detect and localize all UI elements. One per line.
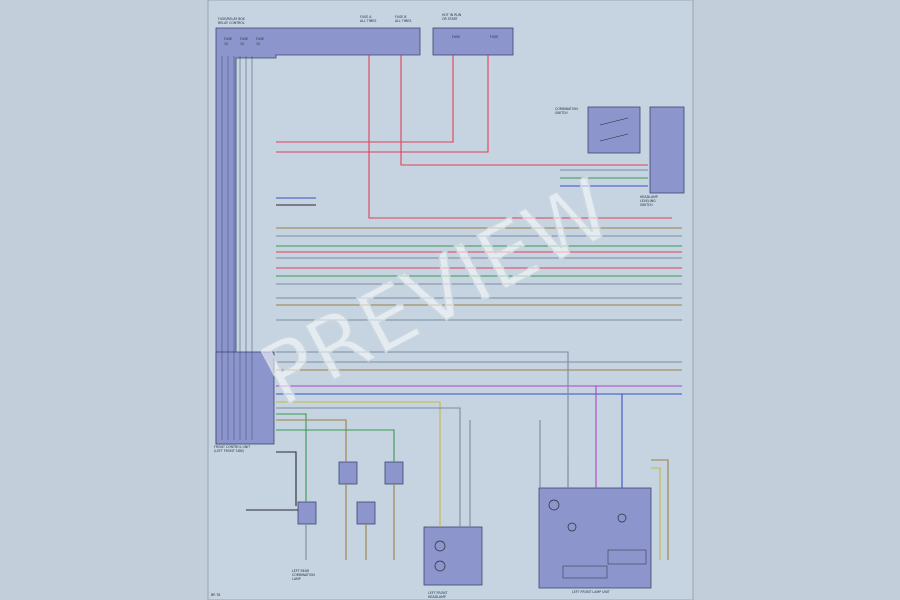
- wire: [276, 401, 441, 527]
- svg-text:10: 10: [240, 42, 244, 46]
- svg-text:OR START: OR START: [442, 17, 458, 21]
- fuse-label-a: FUSE A ALL TIMES: [360, 15, 376, 23]
- wire: [276, 55, 454, 143]
- wire: [276, 351, 569, 488]
- fuse-label-b: FUSE B ALL TIMES: [395, 15, 411, 23]
- svg-text:FRONT CONTROL UNIT: FRONT CONTROL UNIT: [214, 445, 250, 449]
- svg-text:FUSE: FUSE: [224, 37, 232, 41]
- wire: [400, 55, 648, 166]
- wire: [276, 429, 395, 462]
- svg-text:LEFT REAR: LEFT REAR: [292, 569, 310, 573]
- svg-text:COMBINATION: COMBINATION: [292, 573, 315, 577]
- svg-text:ALL TIMES: ALL TIMES: [360, 19, 376, 23]
- svg-text:HEADLAMP: HEADLAMP: [428, 595, 446, 599]
- svg-text:LAMP: LAMP: [292, 577, 301, 581]
- wire: [276, 451, 297, 506]
- wire: [368, 55, 672, 219]
- svg-text:COMBINATION: COMBINATION: [555, 107, 578, 111]
- svg-text:15: 15: [224, 42, 228, 46]
- svg-text:ALL TIMES: ALL TIMES: [395, 19, 411, 23]
- svg-text:LEVELING: LEVELING: [640, 199, 656, 203]
- svg-text:FUSE: FUSE: [240, 37, 248, 41]
- wire: [276, 413, 307, 502]
- svg-text:SWITCH: SWITCH: [640, 203, 653, 207]
- svg-text:FUSE: FUSE: [256, 37, 264, 41]
- svg-text:LEFT FRONT: LEFT FRONT: [428, 591, 447, 595]
- wire: [276, 407, 461, 527]
- wire: [651, 467, 661, 560]
- left-rear-combination-lamp: LEFT REAR COMBINATION LAMP: [292, 461, 404, 581]
- svg-text:HOT IN RUN: HOT IN RUN: [442, 13, 462, 17]
- combination-switch: COMBINATION SWITCH: [555, 106, 641, 154]
- top-left-module: FUSE/RELAY BOX RELAY CONTROL FUSE FUSE F…: [214, 17, 421, 453]
- footer-code: BP-78: [211, 593, 220, 597]
- svg-text:FUSE: FUSE: [452, 35, 460, 39]
- svg-text:LEFT FRONT LAMP UNIT: LEFT FRONT LAMP UNIT: [572, 590, 610, 594]
- svg-text:SWITCH: SWITCH: [555, 111, 568, 115]
- svg-text:(LEFT FRONT SIDE): (LEFT FRONT SIDE): [214, 449, 244, 453]
- module-label: RELAY CONTROL: [218, 21, 245, 25]
- wire: [651, 459, 669, 560]
- wire-layer: [221, 55, 682, 560]
- left-front-headlamp: LEFT FRONT HEADLAMP: [423, 526, 483, 599]
- module-label: FUSE/RELAY BOX: [218, 17, 246, 21]
- top-right-fuse-module: HOT IN RUN OR START FUSE FUSE: [432, 13, 514, 56]
- wire: [276, 419, 347, 462]
- svg-text:FUSE A: FUSE A: [360, 15, 372, 19]
- svg-text:HEADLAMP: HEADLAMP: [640, 195, 658, 199]
- wire: [276, 55, 489, 153]
- left-front-lamp-unit: LEFT FRONT LAMP UNIT: [538, 487, 652, 594]
- svg-text:FUSE: FUSE: [490, 35, 498, 39]
- svg-text:FUSE B: FUSE B: [395, 15, 406, 19]
- svg-text:10: 10: [256, 42, 260, 46]
- headlamp-leveling-switch-module: HEADLAMP LEVELING SWITCH: [640, 106, 685, 207]
